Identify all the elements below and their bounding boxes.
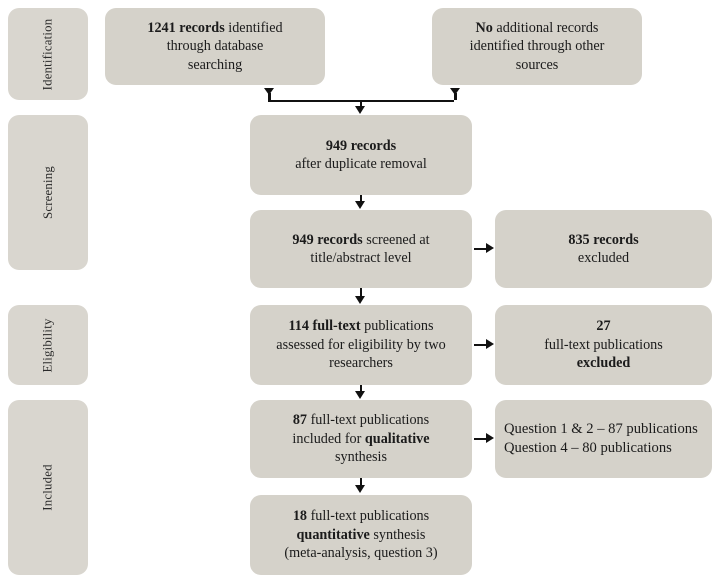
line-screened-to-excluded [474, 247, 487, 251]
arrow-screened-to-excluded [486, 243, 494, 254]
line-eligibility-to-excluded [474, 343, 487, 347]
arrow-eligibility-to-excluded [486, 339, 494, 350]
stage-label-included-text: Included [40, 464, 55, 511]
arrow-screened-to-eligibility [355, 296, 366, 304]
merge-stub-left [268, 93, 271, 100]
merge-arrowhead-right [450, 88, 461, 95]
stage-label-identification-text: Identification [40, 18, 55, 90]
line-dedup-to-screened [359, 195, 363, 203]
stage-label-included: Included [8, 400, 88, 575]
arrow-qualitative-to-quantitative [355, 485, 366, 493]
stage-label-screening-text: Screening [40, 166, 55, 219]
stage-label-screening: Screening [8, 115, 88, 270]
line-screened-to-eligibility [359, 288, 363, 298]
merge-drop-line [359, 99, 363, 108]
arrow-dedup-to-screened [355, 201, 366, 209]
arrow-qualitative-to-questions [486, 433, 494, 444]
line-qualitative-to-questions [474, 437, 487, 441]
merge-arrow-to-dedup [355, 106, 366, 114]
line-qualitative-to-quantitative [359, 478, 363, 487]
merge-stub-right [454, 93, 457, 100]
merge-arrowhead-left [264, 88, 275, 95]
stage-label-identification: Identification [8, 8, 88, 100]
stage-label-eligibility: Eligibility [8, 305, 88, 385]
line-eligibility-to-qualitative [359, 385, 363, 393]
stage-label-eligibility-text: Eligibility [40, 317, 55, 373]
arrow-eligibility-to-qualitative [355, 391, 366, 399]
